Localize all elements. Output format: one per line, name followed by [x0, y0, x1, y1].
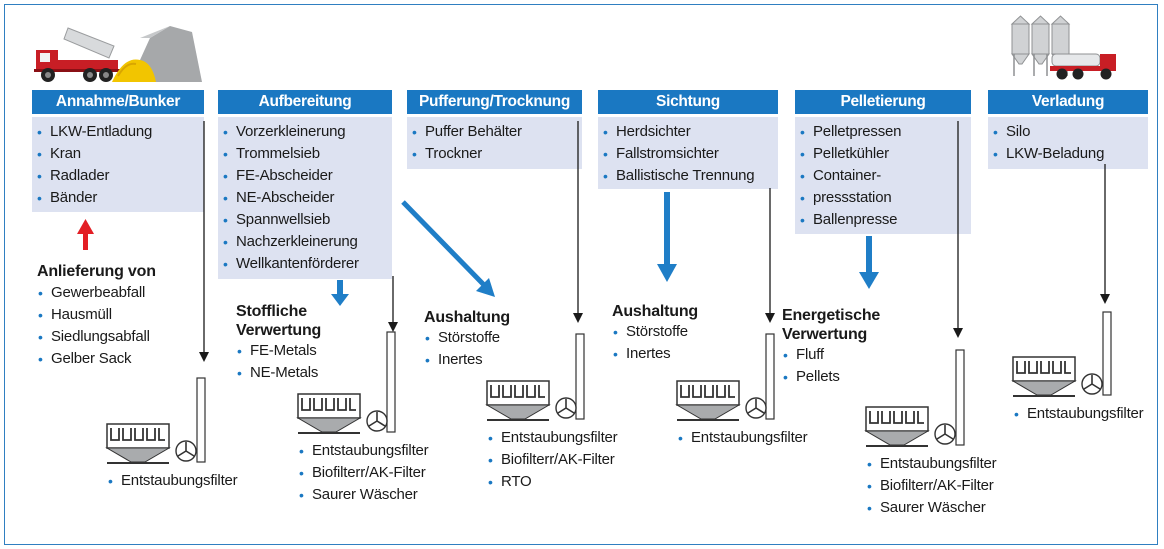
list-item: Ballenpresse: [799, 209, 971, 231]
delivery-block: Anlieferung von Gewerbeabfall Hausmüll S…: [37, 262, 156, 370]
dust-filter-icon: [675, 333, 775, 421]
dust-filter-icon: [296, 331, 396, 434]
list-item: Pellets: [782, 366, 880, 388]
stage-box-pelletierung: Pelletpressen Pelletkühler Container- pr…: [795, 117, 971, 234]
output-block-aushaltung-2: Aushaltung Störstoffe Inertes: [612, 302, 698, 365]
list-item: LKW-Entladung: [36, 121, 204, 143]
list-item: Fluff: [782, 344, 880, 366]
list-item: Siedlungsabfall: [37, 326, 156, 348]
output-title: Aushaltung: [424, 308, 510, 327]
down-arrow-icon: [657, 192, 677, 282]
filter-label-4: Entstaubungsfilter: [677, 427, 808, 449]
list-item: Entstaubungsfilter: [677, 427, 808, 449]
list-item: Wellkantenförderer: [222, 253, 392, 275]
stage-header-verladung: Verladung: [988, 90, 1148, 114]
list-item: Nachzerkleinerung: [222, 231, 392, 253]
dust-filter-icon: [485, 333, 585, 421]
stage-header-pufferung: Pufferung/Trocknung: [407, 90, 582, 114]
filter-label-5: Entstaubungsfilter Biofilterr/AK-Filter …: [866, 453, 997, 519]
list-item: Pelletpressen: [799, 121, 971, 143]
list-item: Spannwellsieb: [222, 209, 392, 231]
delivery-title: Anlieferung von: [37, 263, 156, 280]
list-item: Entstaubungsfilter: [107, 470, 238, 492]
title-line: Verwertung: [236, 322, 322, 339]
list-item: Trockner: [411, 143, 582, 165]
list-item: FE-Abscheider: [222, 165, 392, 187]
down-arrow-icon: [859, 236, 879, 289]
list-item: Inertes: [612, 343, 698, 365]
title-line: Energetische: [782, 307, 881, 324]
list-item: Kran: [36, 143, 204, 165]
stage-header-annahme: Annahme/Bunker: [32, 90, 204, 114]
list-item: Trommelsieb: [222, 143, 392, 165]
list-item: Radlader: [36, 165, 204, 187]
list-item: Entstaubungsfilter: [487, 427, 618, 449]
filter-label-6: Entstaubungsfilter: [1013, 403, 1144, 425]
filter-label-1: Entstaubungsfilter: [107, 470, 238, 492]
list-item: Störstoffe: [612, 321, 698, 343]
list-item: NE-Metals: [236, 362, 321, 384]
up-arrow-icon: [77, 219, 94, 250]
list-item: Herdsichter: [602, 121, 778, 143]
silo-truck-icon: [1010, 15, 1116, 80]
list-item: Hausmüll: [37, 304, 156, 326]
list-item: Pelletkühler: [799, 143, 971, 165]
list-item: Biofilterr/AK-Filter: [866, 475, 996, 497]
filter-label-2: Entstaubungsfilter Biofilterr/AK-Filter …: [298, 440, 429, 506]
title-line: Aushaltung: [424, 309, 510, 326]
stage-header-pelletierung: Pelletierung: [795, 90, 971, 114]
dust-filter-icon: [105, 377, 206, 464]
connector-lines: [199, 121, 1110, 362]
list-item: Biofilterr/AK-Filter: [298, 462, 428, 484]
list-item: Container-: [799, 165, 971, 187]
title-line: Verwertung: [782, 326, 868, 343]
stage-header-aufbereitung: Aufbereitung: [218, 90, 392, 114]
list-item: Gelber Sack: [37, 348, 156, 370]
list-item: Gewerbeabfall: [37, 282, 156, 304]
stage-header-sichtung: Sichtung: [598, 90, 778, 114]
stage-box-pufferung: Puffer Behälter Trockner: [407, 117, 582, 169]
dust-filter-icon: [1011, 311, 1112, 397]
list-item: Bänder: [36, 187, 204, 209]
list-item: Saurer Wäscher: [866, 497, 996, 519]
list-item: Vorzerkleinerung: [222, 121, 392, 143]
down-arrow-icon: [331, 280, 349, 306]
list-item: Ballistische Trennung: [602, 165, 778, 187]
list-item: Störstoffe: [424, 327, 510, 349]
list-item: FE-Metals: [236, 340, 321, 362]
list-item: pressstation: [799, 187, 971, 209]
diagram-frame: [4, 4, 1158, 545]
list-item: Biofilterr/AK-Filter: [487, 449, 617, 471]
list-item: Entstaubungsfilter: [298, 440, 429, 462]
list-item: Inertes: [424, 349, 510, 371]
title-line: Stoffliche: [236, 303, 307, 320]
filter-label-3: Entstaubungsfilter Biofilterr/AK-Filter …: [487, 427, 618, 493]
list-item: Entstaubungsfilter: [1013, 403, 1144, 425]
list-item: RTO: [487, 471, 617, 493]
list-item: NE-Abscheider: [222, 187, 392, 209]
dust-filter-icon: [864, 349, 965, 447]
diagonal-arrow-icon: [401, 200, 495, 297]
list-item: Puffer Behälter: [411, 121, 582, 143]
stage-box-sichtung: Herdsichter Fallstromsichter Ballistisch…: [598, 117, 778, 189]
list-item: Entstaubungsfilter: [866, 453, 997, 475]
list-item: Fallstromsichter: [602, 143, 778, 165]
list-item: Silo: [992, 121, 1148, 143]
dump-truck-icon: [34, 27, 120, 82]
title-line: Aushaltung: [612, 303, 698, 320]
output-block-aushaltung-1: Aushaltung Störstoffe Inertes: [424, 308, 510, 371]
material-heap-icon: [112, 26, 202, 82]
stage-box-annahme: LKW-Entladung Kran Radlader Bänder: [32, 117, 204, 212]
list-item: LKW-Beladung: [992, 143, 1148, 165]
stage-box-aufbereitung: Vorzerkleinerung Trommelsieb FE-Abscheid…: [218, 117, 392, 279]
stage-box-verladung: Silo LKW-Beladung: [988, 117, 1148, 169]
output-title: Aushaltung: [612, 302, 698, 321]
list-item: Saurer Wäscher: [298, 484, 428, 506]
